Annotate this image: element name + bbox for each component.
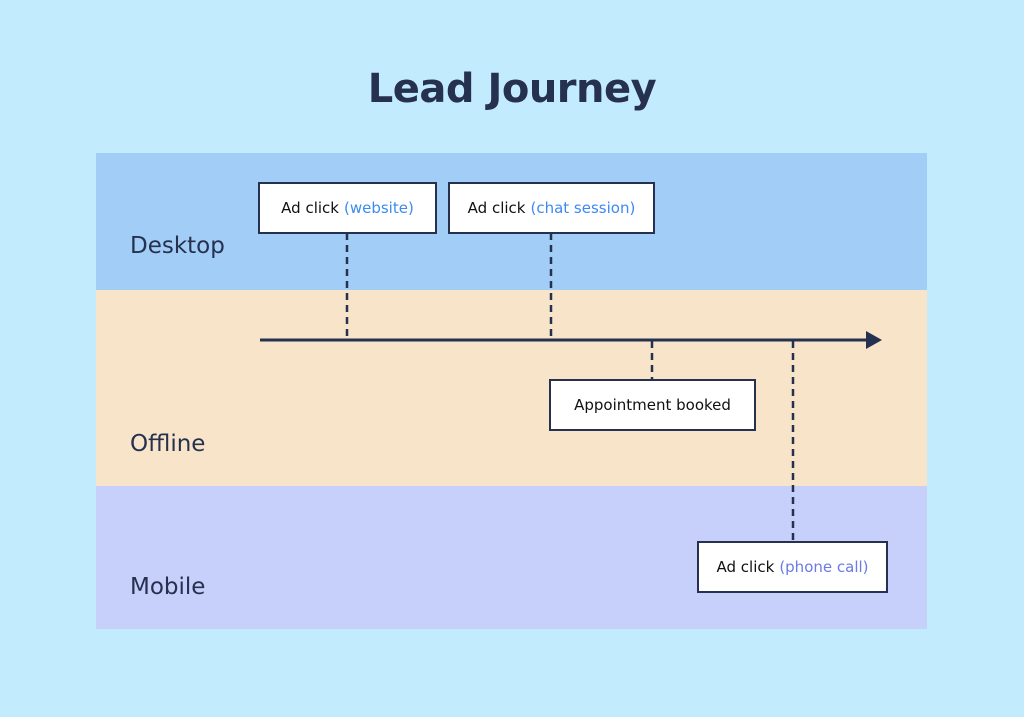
event-ad-click-website: Ad click (website) — [258, 182, 437, 234]
event-detail: (chat session) — [530, 199, 636, 217]
diagram-title: Lead Journey — [367, 66, 657, 112]
event-action: Ad click — [467, 199, 526, 217]
lane-offline: Offline — [96, 290, 927, 486]
lane-label-desktop: Desktop — [130, 233, 225, 259]
event-action: Ad click — [716, 558, 775, 576]
event-detail: (phone call) — [779, 558, 869, 576]
event-ad-click-phone-call: Ad click (phone call) — [697, 541, 888, 593]
event-action: Ad click — [281, 199, 339, 217]
event-action: Appointment booked — [574, 396, 731, 414]
event-ad-click-chat-session: Ad click (chat session) — [448, 182, 655, 234]
event-appointment-booked: Appointment booked — [549, 379, 756, 431]
lane-label-offline: Offline — [130, 431, 206, 457]
event-detail: (website) — [343, 199, 414, 217]
lane-label-mobile: Mobile — [130, 574, 206, 600]
